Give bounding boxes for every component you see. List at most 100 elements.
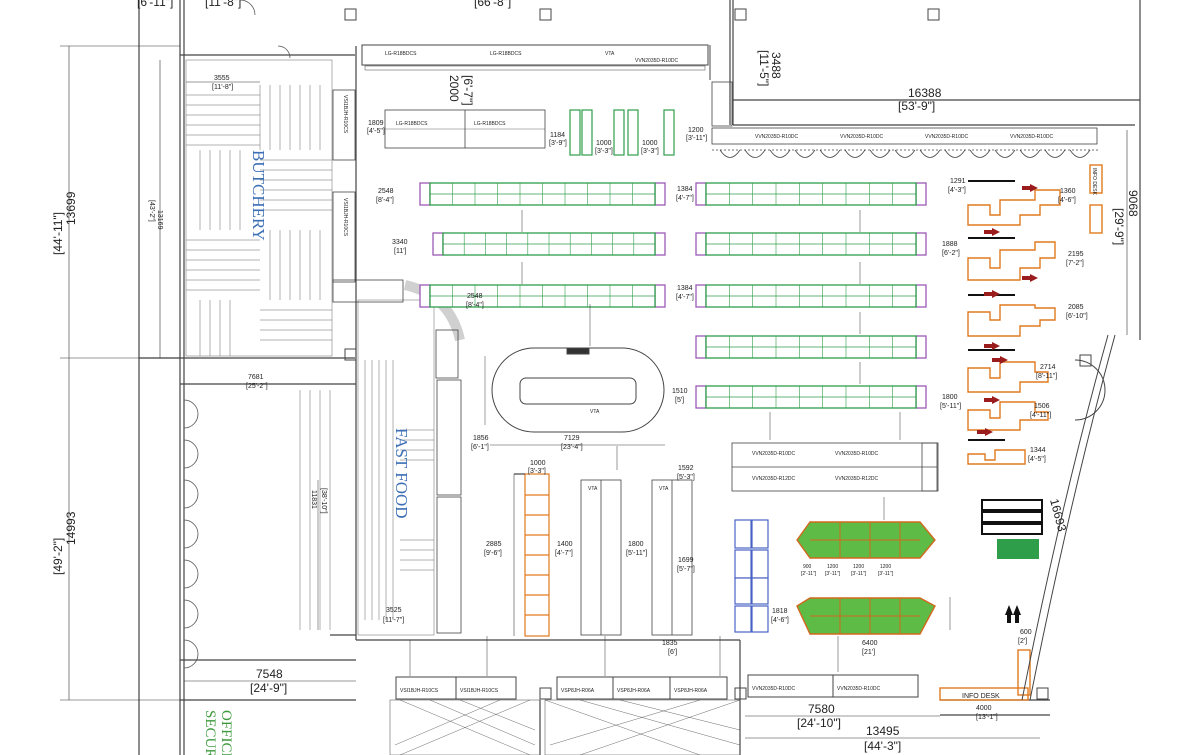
curved-facade <box>1021 334 1116 701</box>
dim-600-ft: [2'] <box>1018 638 1027 645</box>
zone-label-butchery: BUTCHERY <box>249 150 268 241</box>
dim-2548-ft: [8'-4"] <box>376 197 394 204</box>
round-island <box>484 347 665 446</box>
gondola-aisles <box>419 182 927 409</box>
bottom-tag-7: VVN2035D-R10DC <box>837 686 880 692</box>
zone-label-fast-food: FAST FOOD <box>392 428 411 519</box>
dim-16693: 16693 <box>1047 497 1069 533</box>
mid-fridge-tag-2: VVN2035D-R10DC <box>835 451 878 457</box>
dim-1000c: 1000 <box>530 460 546 467</box>
bottom-counters <box>389 674 919 755</box>
building-walls <box>138 0 1141 755</box>
dimension-ticks <box>409 210 951 676</box>
dim-13169-ft: [43'-2"] <box>148 200 155 222</box>
dim-1506-ft: [4'-11"] <box>1030 412 1051 419</box>
dim-14993-ft: [49'-2"] <box>51 538 65 575</box>
gondola-end-cap <box>915 182 927 206</box>
dim-1344: 1344 <box>1030 447 1046 454</box>
gondola-end-cap <box>654 182 666 206</box>
dim-14993: 14993 <box>64 511 78 545</box>
dim-1360-ft: [4'-6"] <box>1058 197 1076 204</box>
gondola-end-cap <box>915 385 927 409</box>
bottom-tag-4: VSP8JH-R06A <box>617 688 651 694</box>
fastfood-counters <box>436 379 462 634</box>
dim-3525: 3525 <box>386 607 402 614</box>
dim-1360: 1360 <box>1060 188 1076 195</box>
red-flow-arrows <box>977 184 1038 436</box>
dim-1592-ft: [5'-3"] <box>677 474 695 481</box>
dim-2714-ft: [8'-11"] <box>1036 373 1057 380</box>
dim-1699-ft: [5'-7"] <box>677 566 695 573</box>
dim-1291-ft: [4'-3"] <box>948 187 966 194</box>
produce-tables <box>796 521 936 635</box>
dim-1888-ft: [6'-2"] <box>942 250 960 257</box>
dim-1200c: 1200 <box>853 564 864 570</box>
gondola-end-cap <box>419 182 431 206</box>
dim-9068-ft: [29'-9"] <box>1112 208 1126 245</box>
dim-3488-ft: [11'-5"] <box>757 50 771 86</box>
dim-3555: 3555 <box>214 75 230 82</box>
gondola-end-cap <box>695 182 707 206</box>
gondola-end-cap <box>654 284 666 308</box>
fridge-tag-3: VVN2035D-R10DC <box>925 134 968 140</box>
green-vertical-shelves <box>569 109 675 156</box>
mid-fridge-tag-1: VVN2035D-R10DC <box>752 451 795 457</box>
dim-1400: 1400 <box>557 541 573 548</box>
dim-13169: 13169 <box>156 210 163 230</box>
gondola-end-cap <box>695 335 707 359</box>
bottom-tag-3: VSP8JH-R06A <box>561 688 595 694</box>
dim-1384-ft: [4'-7"] <box>676 195 694 202</box>
dim-7681: 7681 <box>248 374 264 381</box>
dim-1510: 1510 <box>672 388 688 395</box>
dim-1000-ft: [3'-3"] <box>595 148 613 155</box>
dim-2548b: 2548 <box>467 293 483 300</box>
dim-1200d-ft: [3'-11"] <box>878 571 894 577</box>
gondola-end-cap <box>654 232 666 256</box>
dim-2085: 2085 <box>1068 304 1084 311</box>
dim-1200b-ft: [3'-11"] <box>825 571 841 577</box>
dim-1000: 1000 <box>596 140 612 147</box>
dim-2085-ft: [6'-10"] <box>1066 313 1088 320</box>
dim-16388: 16388 <box>908 86 942 100</box>
dim-13699: 13699 <box>64 191 78 225</box>
dim-1800-ft: [5'-11"] <box>940 403 961 410</box>
top-storage-block <box>361 44 711 80</box>
bottom-tag-5: VSP8JH-R06A <box>674 688 708 694</box>
dim-9068: 9068 <box>1126 190 1140 217</box>
dim-900: 900 <box>803 564 812 570</box>
zone-label-security: SECUR <box>202 710 218 755</box>
dim-7580: 7580 <box>808 702 835 716</box>
dim-1800: 1800 <box>942 394 958 401</box>
back-wall-fridges <box>711 81 1100 158</box>
checkout-lanes <box>939 164 1103 701</box>
dim-7548: 7548 <box>256 667 283 681</box>
info-desk-bottom: INFO DESK <box>962 693 1000 700</box>
mid-right-fridges <box>731 442 939 492</box>
dim-2000: 2000 <box>447 75 461 102</box>
left-dimensions <box>60 45 180 701</box>
dim-top-left-1: [6'-11"] <box>137 0 173 9</box>
dim-7580-ft: [24'-10"] <box>797 716 841 730</box>
gondola-end-cap <box>695 284 707 308</box>
dim-11831: 11831 <box>310 490 317 509</box>
dim-top-center: [66'-8"] <box>474 0 511 9</box>
mid-fridge-tag-3: VVN2035D-R12DC <box>752 476 795 482</box>
dim-3555-ft: [11'-8"] <box>212 84 233 91</box>
dim-1809-ft: [4'-5"] <box>367 128 385 135</box>
bottom-tag-2: VSI1BJH-R10CS <box>460 688 499 694</box>
dim-7681-ft: [25'-2"] <box>246 383 268 390</box>
dim-3525-ft: [11'-7"] <box>383 617 404 624</box>
dim-2714: 2714 <box>1040 364 1056 371</box>
gondola-end-cap <box>695 385 707 409</box>
dim-1800b-ft: [5'-11"] <box>626 550 647 557</box>
dim-1184: 1184 <box>550 132 565 139</box>
dim-2885-ft: [9'-6"] <box>484 550 502 557</box>
vg-tag-1: VTA <box>588 486 598 492</box>
vertical-gondolas <box>580 479 693 636</box>
dim-7129: 7129 <box>564 435 580 442</box>
dim-6400: 6400 <box>862 640 878 647</box>
top-inner-cabinets <box>384 109 546 149</box>
dim-3488: 3488 <box>769 52 783 79</box>
shopping-trolleys <box>981 499 1043 559</box>
